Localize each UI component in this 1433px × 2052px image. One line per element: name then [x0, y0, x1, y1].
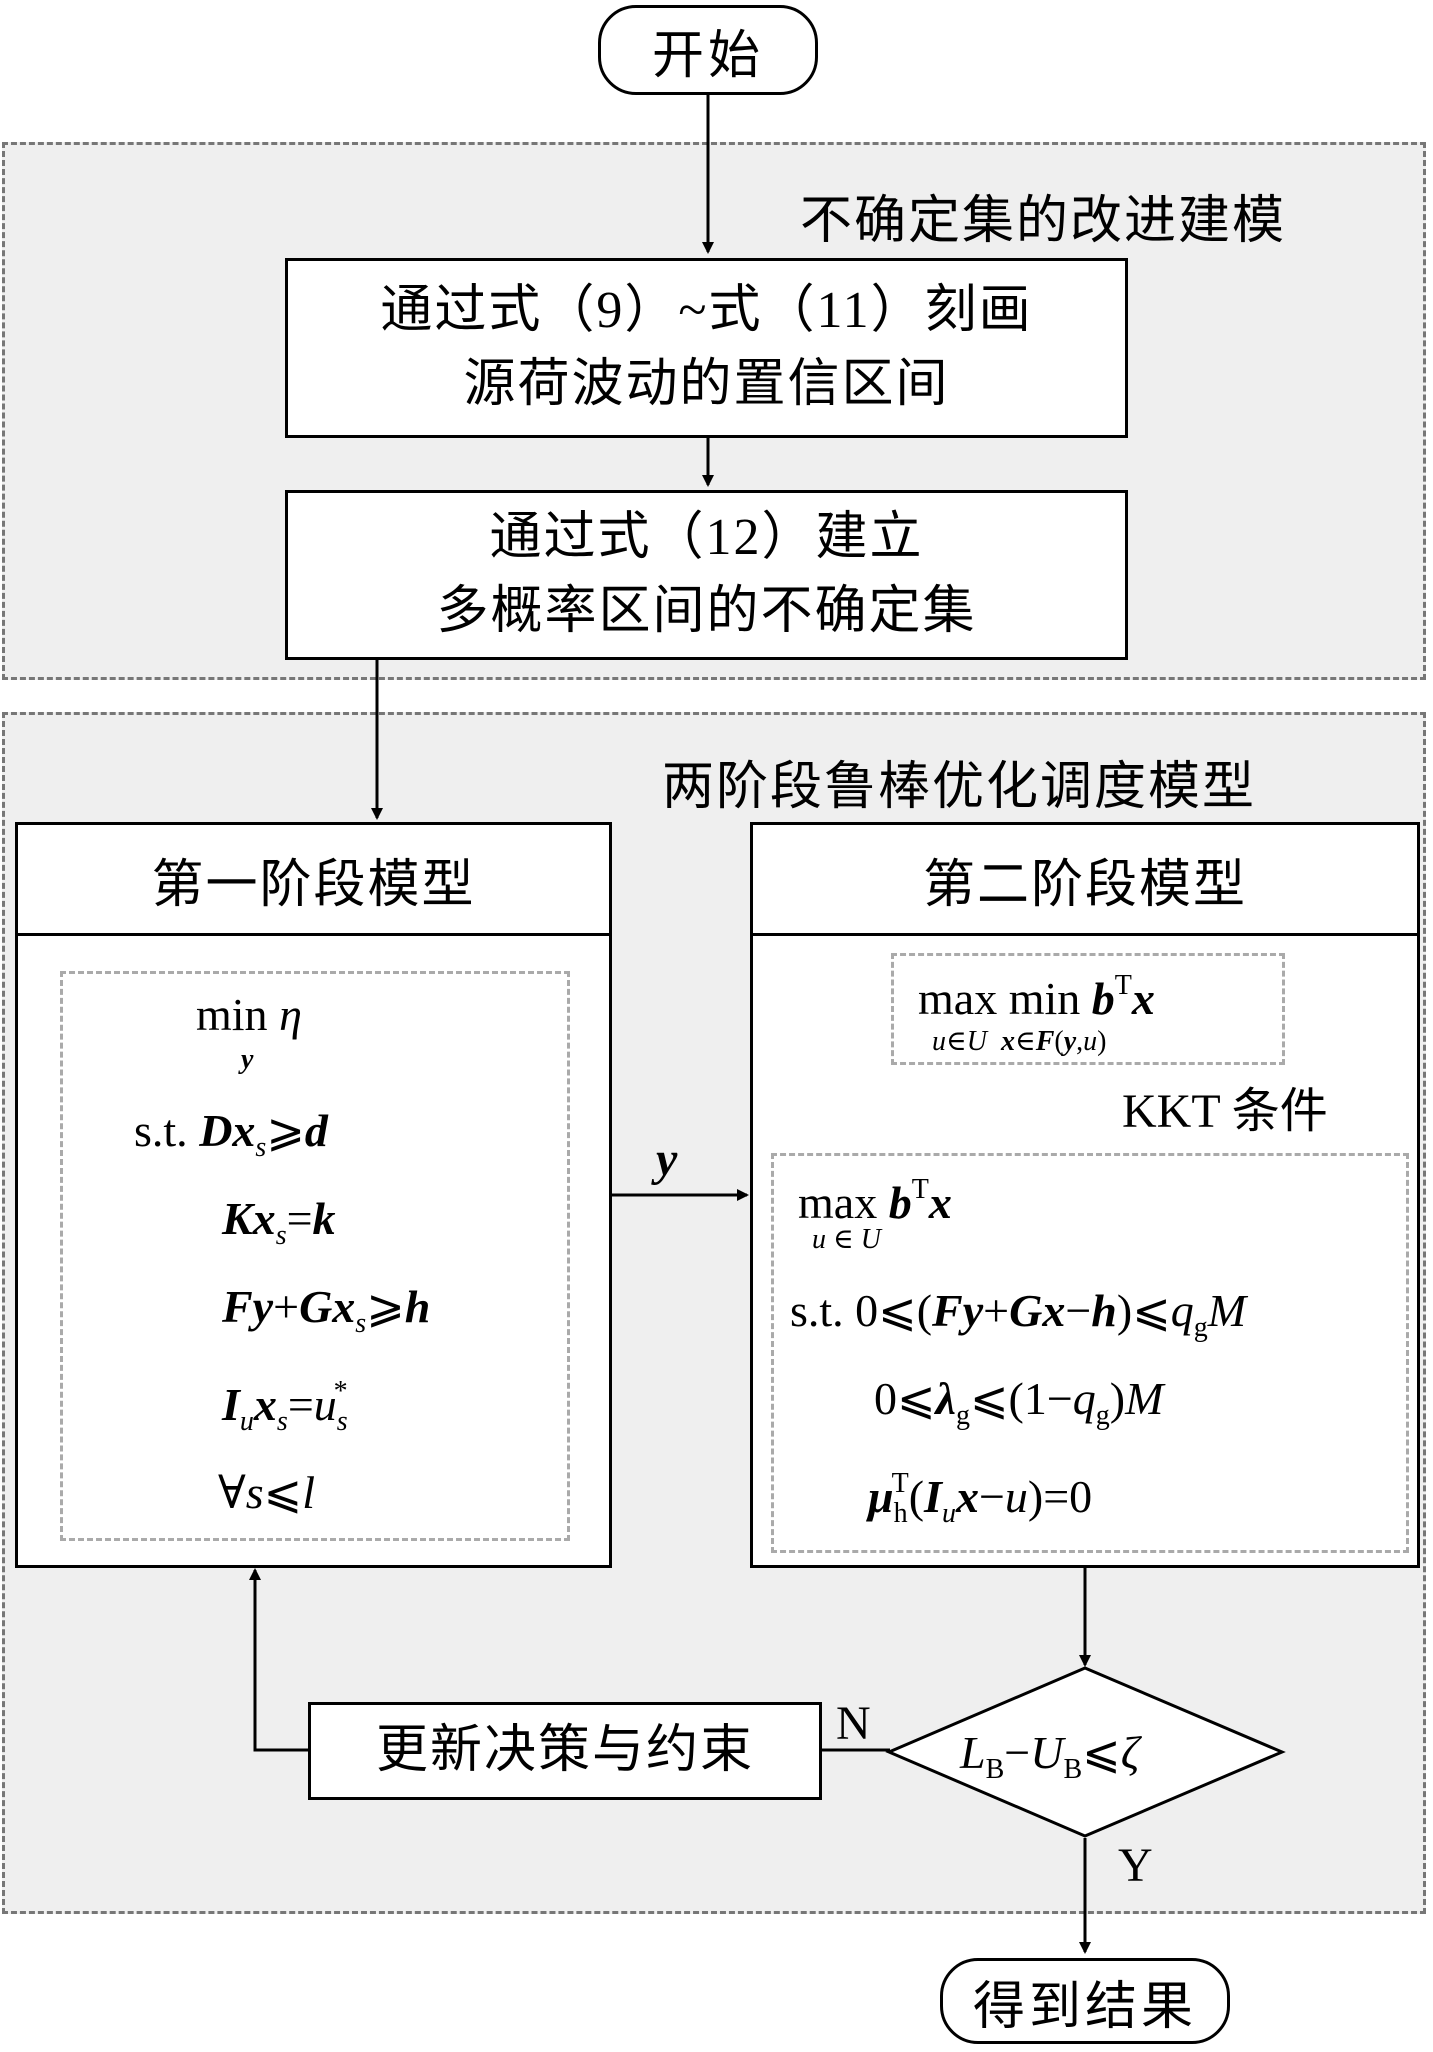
step-uncertainty-set: 通过式（12）建立 多概率区间的不确定集: [285, 490, 1128, 660]
step1-line1: 通过式（9）~式（11）刻画: [380, 282, 1033, 339]
step2-line1: 通过式（12）建立: [489, 509, 924, 566]
stage2-maxmin-box: [891, 953, 1285, 1065]
stage2-kkt-box: [771, 1153, 1409, 1553]
stage1-constraint-1: s.t. Dxs⩾d: [134, 1105, 328, 1163]
step-confidence-interval: 通过式（9）~式（11）刻画 源荷波动的置信区间: [285, 258, 1128, 438]
update-decision-box: 更新决策与约束: [308, 1702, 822, 1800]
kkt-label: KKT 条件: [1122, 1085, 1328, 1138]
stage2-maxmin-subscripts: u∈U x∈F(y,u): [932, 1026, 1107, 1057]
step1-line2: 源荷波动的置信区间: [463, 356, 950, 413]
branch-n-label: N: [836, 1697, 871, 1750]
stage1-constraint-4: Iuxs=us*: [222, 1376, 348, 1437]
region-robust-title: 两阶段鲁棒优化调度模型: [662, 759, 1257, 816]
stage2-title: 第二阶段模型: [753, 825, 1417, 936]
stage1-title: 第一阶段模型: [18, 825, 609, 936]
stage1-constraint-5: ∀s⩽l: [218, 1467, 315, 1518]
stage1-constraint-2: Kxs=k: [222, 1193, 336, 1251]
update-label: 更新决策与约束: [375, 1722, 754, 1779]
stage1-formula-box: [60, 971, 570, 1541]
stage1-model: 第一阶段模型: [15, 822, 612, 1568]
stage2-constraint-3: μhT(Iux−u)=0: [868, 1468, 1093, 1529]
stage1-objective-var: y: [241, 1044, 254, 1075]
stage1-constraint-3: Fy+Gxs⩾h: [222, 1281, 431, 1339]
stage2-maxmin-objective: max min bTx: [918, 970, 1155, 1024]
stage2-model: 第二阶段模型: [750, 822, 1420, 1568]
region-uncertainty-title: 不确定集的改进建模: [800, 193, 1287, 250]
stage2-objective-sub: u ∈ U: [812, 1224, 881, 1255]
branch-y-label: Y: [1118, 1839, 1153, 1892]
stage1-objective: min η: [196, 989, 302, 1040]
step2-line2: 多概率区间的不确定集: [436, 583, 977, 640]
stage2-constraint-1: s.t. 0⩽(Fy+Gx−h)⩽qgM: [790, 1285, 1247, 1343]
y-edge-label: y: [656, 1133, 678, 1186]
start-terminal: 开始: [598, 5, 818, 95]
stage2-constraint-2: 0⩽λg⩽(1−qg)M: [874, 1373, 1164, 1431]
stage2-objective: max bTx: [798, 1174, 952, 1228]
convergence-condition: LB−UB⩽ζ: [960, 1727, 1140, 1785]
end-terminal: 得到结果: [940, 1958, 1230, 2044]
